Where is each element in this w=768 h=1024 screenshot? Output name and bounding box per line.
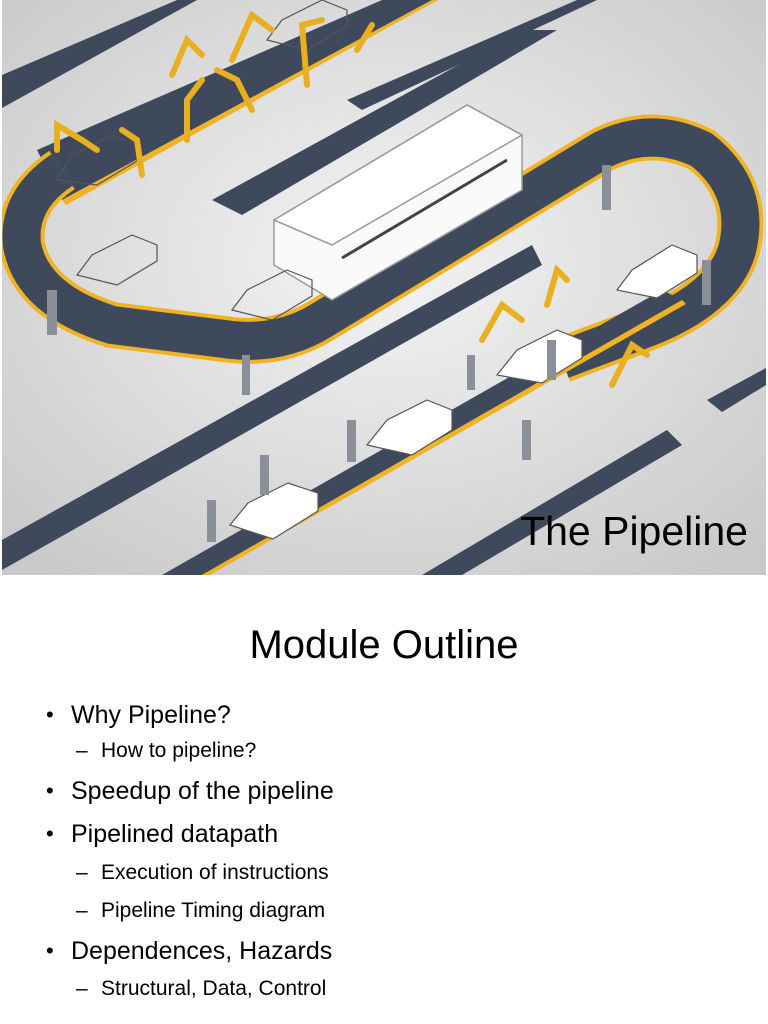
outline-subitem: –Pipeline Timing diagram (76, 899, 326, 922)
outline-subitem: –Structural, Data, Control (76, 977, 327, 1000)
outline-list: •Why Pipeline? –How to pipeline? •Speedu… (46, 700, 746, 1002)
slide-module-outline: Module Outline •Why Pipeline? –How to pi… (0, 575, 768, 1024)
outline-item: •Dependences, Hazards (46, 937, 333, 965)
outline-item: •Why Pipeline? (46, 701, 231, 729)
slide-pipeline-illustration: The Pipeline (2, 0, 766, 575)
slide-title-pipeline: The Pipeline (520, 508, 748, 554)
outline-title: Module Outline (249, 623, 519, 667)
outline-item: •Speedup of the pipeline (46, 777, 334, 805)
outline-subitem: –Execution of instructions (76, 861, 329, 884)
assembly-line-illustration (2, 0, 766, 575)
outline-subitem: –How to pipeline? (76, 739, 257, 762)
outline-item: •Pipelined datapath (46, 820, 279, 848)
